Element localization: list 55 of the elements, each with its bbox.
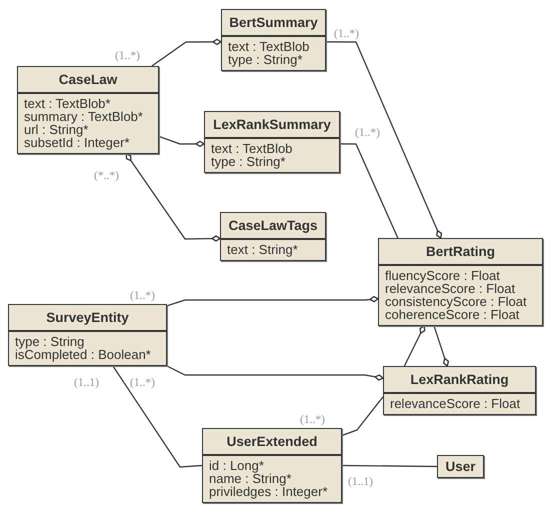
- association-line: [158, 136, 205, 148]
- multiplicity-label: (1..1): [74, 377, 99, 389]
- multiplicity-label: (1..*): [130, 377, 155, 389]
- association-line: [152, 38, 222, 66]
- class-name: LexRankRating: [409, 371, 510, 389]
- class-name: CaseLawTags: [227, 217, 319, 235]
- attribute-text: url : String*: [24, 123, 90, 136]
- attribute-text: text : TextBlob*: [24, 97, 112, 110]
- class-name: User: [444, 458, 477, 476]
- class-name: UserExtended: [226, 433, 318, 451]
- attribute-text: consistencyScore : Float: [385, 295, 528, 308]
- attribute-text: coherenceScore : Float: [385, 308, 520, 321]
- attribute-text: fluencyScore : Float: [385, 269, 501, 282]
- attribute-text: type : String: [15, 335, 86, 348]
- attribute-text: text : TextBlob: [211, 142, 294, 155]
- association-line: [342, 396, 384, 436]
- class-box: [8, 304, 167, 366]
- multiplicity-label: (1..*): [334, 28, 359, 40]
- association-line: [126, 153, 221, 242]
- attribute-text: text : String*: [227, 243, 299, 256]
- attribute-text: relevanceScore : Float: [385, 282, 516, 295]
- multiplicity-label: (1..*): [355, 127, 380, 139]
- association-line: [404, 325, 426, 366]
- association-line: [340, 143, 398, 238]
- attribute-text: subsetId : Integer*: [24, 136, 131, 149]
- class-name: CaseLaw: [58, 71, 118, 89]
- class-box: [383, 366, 536, 415]
- association-line: [326, 41, 442, 239]
- class-name: BertSummary: [228, 14, 319, 32]
- class-box: [220, 212, 326, 261]
- attribute-text: priviledges : Integer*: [209, 485, 329, 498]
- class-box: [378, 238, 543, 326]
- attribute-text: summary : TextBlob*: [24, 110, 144, 123]
- class-box: [17, 66, 159, 154]
- attribute-text: type : String*: [228, 53, 304, 66]
- class-box: [437, 455, 484, 478]
- attribute-text: name : String*: [209, 472, 292, 485]
- association-line: [166, 365, 384, 381]
- multiplicity-label: (*..*): [94, 170, 119, 182]
- class-box: [204, 111, 340, 173]
- class-name: BertRating: [424, 243, 496, 261]
- attribute-text: text : TextBlob: [228, 40, 310, 53]
- attribute-text: id : Long*: [209, 459, 265, 472]
- class-name: LexRankSummary: [212, 116, 332, 134]
- attribute-text: type : String*: [211, 155, 286, 168]
- multiplicity-label: (1..1): [348, 476, 373, 488]
- association-line: [166, 296, 379, 306]
- association-line: [342, 464, 437, 468]
- association-line: [434, 326, 450, 367]
- class-box: [221, 9, 326, 71]
- class-box: [202, 428, 342, 503]
- class-name: SurveyEntity: [45, 309, 130, 327]
- attribute-text: isCompleted : Boolean*: [15, 348, 152, 361]
- attribute-text: relevanceScore : Float: [390, 397, 522, 410]
- association-line: [112, 366, 202, 468]
